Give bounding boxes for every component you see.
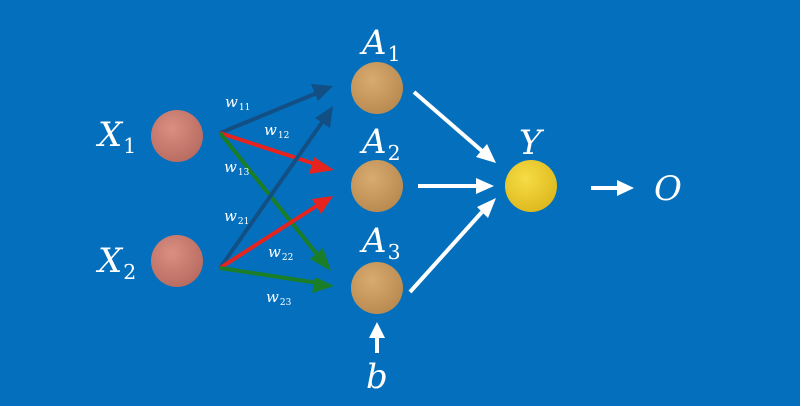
label-o-base: O	[654, 169, 682, 209]
label-a1-base: A	[362, 23, 387, 63]
label-x2: X2	[98, 244, 136, 282]
label-a2-base: A	[362, 122, 387, 162]
edge-y-o-arrowhead	[617, 180, 634, 196]
label-w13: w13	[224, 160, 249, 178]
label-w13-sub: 13	[237, 167, 250, 178]
label-w22-base: w	[268, 243, 281, 261]
edge-x2-a3-arrowhead	[312, 277, 334, 293]
edge-x1-a2	[219, 131, 319, 167]
label-a3-base: A	[362, 221, 387, 261]
label-w21-base: w	[224, 207, 237, 225]
label-w11-sub: 11	[238, 102, 251, 113]
label-w21-sub: 21	[237, 216, 250, 227]
label-a1: A1	[362, 26, 401, 64]
node-a3	[351, 262, 403, 314]
label-y: Y	[519, 126, 541, 160]
label-w22: w22	[268, 245, 293, 263]
label-y-base: Y	[519, 123, 542, 163]
label-b: b	[366, 360, 388, 394]
label-a2-sub: 2	[387, 140, 401, 165]
label-x1-base: X	[98, 115, 123, 155]
edges-from-x2	[218, 106, 334, 293]
label-x2-sub: 2	[123, 259, 137, 284]
label-w23: w23	[266, 290, 291, 308]
label-x1-sub: 1	[123, 133, 137, 158]
label-w13-base: w	[224, 158, 237, 176]
edge-x2-a3	[219, 266, 319, 285]
node-x1	[151, 110, 203, 162]
input-layer	[151, 110, 203, 287]
edge-a3-y-arrowhead	[477, 198, 496, 218]
node-a2	[351, 160, 403, 212]
edge-x2-a1-arrowhead	[315, 106, 333, 128]
label-x2-base: X	[98, 241, 123, 281]
edge-x2-a2	[218, 203, 320, 270]
label-a3: A3	[362, 224, 401, 262]
label-a1-sub: 1	[387, 41, 401, 66]
label-w12-sub: 12	[277, 130, 290, 141]
label-a2: A2	[362, 125, 401, 163]
edge-x1-a1	[219, 91, 318, 135]
node-y	[505, 160, 557, 212]
edge-x1-a3-arrowhead	[310, 248, 331, 271]
edge-a1-y-arrowhead	[476, 144, 496, 163]
label-w12: w12	[264, 123, 289, 141]
edge-x1-a2-arrowhead	[309, 157, 334, 174]
label-o: O	[654, 172, 682, 206]
edge-a3-y	[408, 210, 484, 294]
edge-x1-a1-arrowhead	[311, 84, 333, 101]
output-arrows	[369, 90, 634, 353]
edge-a1-y	[412, 90, 484, 153]
edge-b-a3-arrowhead	[369, 322, 385, 338]
label-b-base: b	[366, 357, 388, 397]
output-layer	[505, 160, 557, 212]
node-x2	[151, 235, 203, 287]
node-a1	[351, 62, 403, 114]
label-w23-sub: 23	[279, 297, 292, 308]
label-x1: X1	[98, 118, 136, 156]
label-w23-base: w	[266, 288, 279, 306]
label-w22-sub: 22	[281, 252, 294, 263]
edge-x2-a1	[218, 119, 325, 270]
label-w11: w11	[225, 95, 250, 113]
hidden-layer	[351, 62, 403, 314]
edge-a2-y-arrowhead	[476, 178, 494, 194]
label-w11-base: w	[225, 93, 238, 111]
label-a3-sub: 3	[387, 239, 401, 264]
edge-x2-a2-arrowhead	[312, 196, 333, 214]
label-w21: w21	[224, 209, 249, 227]
label-w12-base: w	[264, 121, 277, 139]
